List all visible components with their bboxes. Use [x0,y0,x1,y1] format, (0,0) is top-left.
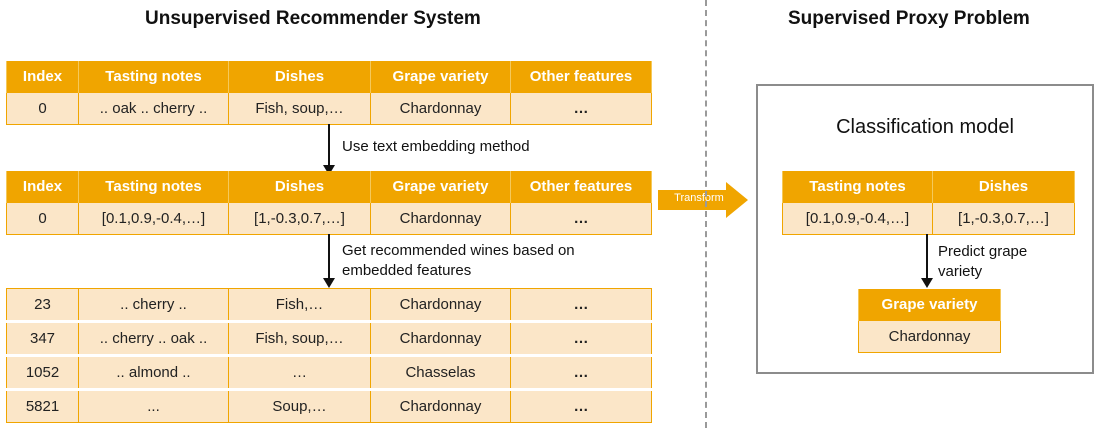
embedding-arrow [323,124,335,175]
column-header: Tasting notes [78,171,229,203]
table-cell: .. oak .. cherry .. [78,92,229,125]
table-header-row: Tasting notes Dishes [782,171,1075,203]
column-header: Dishes [932,171,1075,203]
table-header-row: Index Tasting notes Dishes Grape variety… [6,61,652,93]
classification-model-box [756,84,1094,374]
table-cell: [0.1,0.9,-0.4,…] [78,202,229,235]
column-header: Index [6,61,79,93]
section-divider [705,0,707,428]
table-cell: Soup,… [228,388,371,423]
table-row: 5821 ... Soup,… Chardonnay … [6,388,652,423]
table-cell: … [510,388,652,423]
model-input-table: Tasting notes Dishes [0.1,0.9,-0.4,…] [1… [782,171,1075,235]
transform-label: Transform [674,192,724,204]
table-cell: Chardonnay [858,320,1001,353]
table-cell: 0 [6,202,79,235]
model-title: Classification model [836,116,1014,138]
predict-label: Predict grape variety [938,242,1027,282]
table-cell: .. cherry .. [78,288,229,322]
table-cell: … [510,320,652,356]
table-cell: 0 [6,92,79,125]
table-row: 0 .. oak .. cherry .. Fish, soup,… Chard… [6,92,652,125]
table-cell: Chardonnay [370,388,511,423]
table-cell: … [510,202,652,235]
table-cell: .. cherry .. oak .. [78,320,229,356]
table-cell: Fish,… [228,288,371,322]
table-cell: Fish, soup,… [228,320,371,356]
step2-line: embedded features [342,262,472,279]
table-cell: .. almond .. [78,354,229,390]
table-row: 347 .. cherry .. oak .. Fish, soup,… Cha… [6,320,652,356]
table-cell: Chardonnay [370,320,511,356]
column-header: Tasting notes [782,171,933,203]
table-header-row: Index Tasting notes Dishes Grape variety… [6,171,652,203]
table-cell: … [510,354,652,390]
table-row: [0.1,0.9,-0.4,…] [1,-0.3,0.7,…] [782,202,1075,235]
table-cell: … [228,354,371,390]
table-cell: Chardonnay [370,288,511,322]
step2-label: Get recommended wines based on embedded … [342,241,575,281]
recommend-arrow [323,234,335,288]
table-cell: 5821 [6,388,79,423]
table-cell: [1,-0.3,0.7,…] [932,202,1075,235]
table-cell: Chardonnay [370,202,511,235]
predict-line: Predict grape [938,243,1028,260]
table-cell: Chasselas [370,354,511,390]
table-cell: ... [78,388,229,423]
right-heading: Supervised Proxy Problem [788,8,1030,29]
table-cell: … [510,92,652,125]
transform-arrow-shape [658,182,748,218]
column-header: Dishes [228,171,371,203]
table-row: Chardonnay [858,320,1001,353]
table-cell: Chardonnay [370,92,511,125]
table-cell: 347 [6,320,79,356]
column-header: Tasting notes [78,61,229,93]
column-header: Grape variety [370,171,511,203]
table-cell: [1,-0.3,0.7,…] [228,202,371,235]
column-header: Index [6,171,79,203]
embedded-features-table: Index Tasting notes Dishes Grape variety… [6,171,652,235]
recommended-wines-table: 23 .. cherry .. Fish,… Chardonnay … 347 … [6,288,652,423]
column-header: Grape variety [858,289,1001,321]
left-heading: Unsupervised Recommender System [145,8,481,29]
table-cell: Fish, soup,… [228,92,371,125]
table-row: 1052 .. almond .. … Chasselas … [6,354,652,390]
table-cell: … [510,288,652,322]
table-cell: 23 [6,288,79,322]
step1-label: Use text embedding method [342,138,530,155]
predict-arrow [921,234,933,288]
step2-line: Get recommended wines based on [342,242,575,259]
table-cell: [0.1,0.9,-0.4,…] [782,202,933,235]
table-row: 0 [0.1,0.9,-0.4,…] [1,-0.3,0.7,…] Chardo… [6,202,652,235]
table-cell: 1052 [6,354,79,390]
table-row: 23 .. cherry .. Fish,… Chardonnay … [6,288,652,322]
predict-line: variety [938,263,983,280]
table-header-row: Grape variety [858,289,1001,321]
column-header: Grape variety [370,61,511,93]
model-output-table: Grape variety Chardonnay [858,289,1001,353]
transform-arrow: Transform [658,182,750,218]
column-header: Other features [510,171,652,203]
column-header: Other features [510,61,652,93]
column-header: Dishes [228,61,371,93]
raw-features-table: Index Tasting notes Dishes Grape variety… [6,61,652,125]
